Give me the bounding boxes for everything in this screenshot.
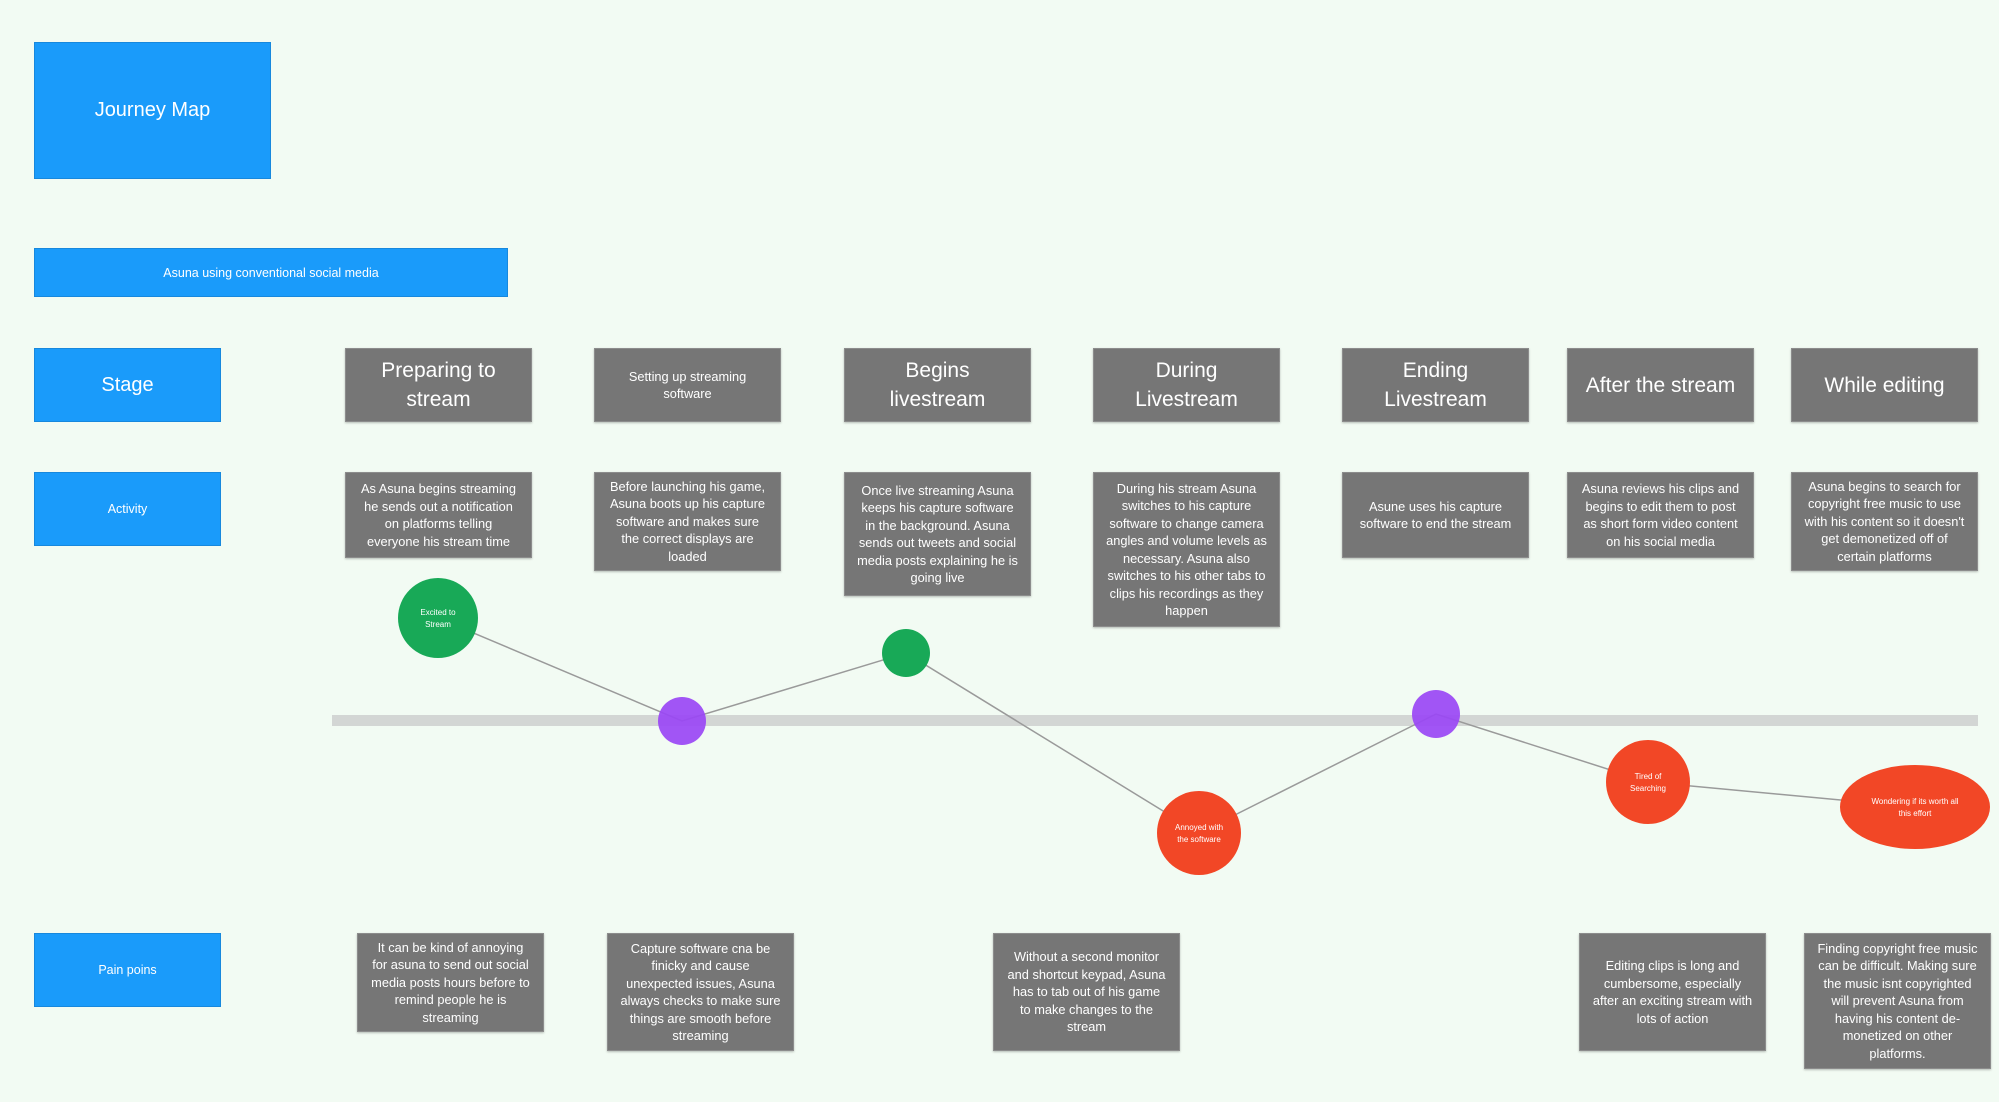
activity-card-setup: Before launching his game, Asuna boots u… (594, 472, 781, 571)
emotion-point-annoyed (1157, 791, 1241, 875)
emotion-point-neutral-ending (1412, 690, 1460, 738)
emotion-point-positive-live (882, 629, 930, 677)
neutral-baseline (332, 715, 1978, 726)
emotion-label-tired-2: Searching (1630, 784, 1666, 793)
stage-card-ending: Ending Livestream (1342, 348, 1529, 422)
journey-subtitle: Asuna using conventional social media (34, 248, 508, 297)
pain-card-editing-clips: Editing clips is long and cumbersome, es… (1579, 933, 1766, 1051)
stage-card-after: After the stream (1567, 348, 1754, 422)
emotion-label-annoyed-2: the software (1177, 835, 1221, 844)
pain-row-label: Pain poins (34, 933, 221, 1007)
stage-row-label: Stage (34, 348, 221, 422)
stage-card-preparing: Preparing to stream (345, 348, 532, 422)
stage-card-begins: Begins livestream (844, 348, 1031, 422)
activity-row-label: Activity (34, 472, 221, 546)
emotion-label-tired-1: Tired of (1635, 772, 1663, 781)
activity-card-begins: Once live streaming Asuna keeps his capt… (844, 472, 1031, 596)
emotion-label-wondering-1: Wondering if its worth all (1872, 797, 1959, 806)
activity-card-editing: Asuna begins to search for copyright fre… (1791, 472, 1978, 571)
emotion-label-wondering-2: this effort (1899, 809, 1933, 818)
pain-card-capture-software: Capture software cna be finicky and caus… (607, 933, 794, 1051)
stage-card-setup: Setting up streaming software (594, 348, 781, 422)
pain-card-copyright-music: Finding copyright free music can be diff… (1804, 933, 1991, 1069)
activity-card-after: Asuna reviews his clips and begins to ed… (1567, 472, 1754, 558)
emotion-point-neutral-setup (658, 697, 706, 745)
pain-card-social-posts: It can be kind of annoying for asuna to … (357, 933, 544, 1032)
activity-card-during: During his stream Asuna switches to his … (1093, 472, 1280, 627)
activity-card-preparing: As Asuna begins streaming he sends out a… (345, 472, 532, 558)
pain-card-second-monitor: Without a second monitor and shortcut ke… (993, 933, 1180, 1051)
emotion-point-tired (1606, 740, 1690, 824)
emotion-label-annoyed-1: Annoyed with (1175, 823, 1223, 832)
stage-card-editing: While editing (1791, 348, 1978, 422)
activity-card-ending: Asune uses his capture software to end t… (1342, 472, 1529, 558)
journey-map-title: Journey Map (34, 42, 271, 179)
stage-card-during: During Livestream (1093, 348, 1280, 422)
emotion-label-excited-2: Stream (425, 620, 451, 629)
emotion-point-wondering (1840, 765, 1990, 849)
emotion-point-excited (398, 578, 478, 658)
emotion-label-excited-1: Excited to (420, 608, 456, 617)
